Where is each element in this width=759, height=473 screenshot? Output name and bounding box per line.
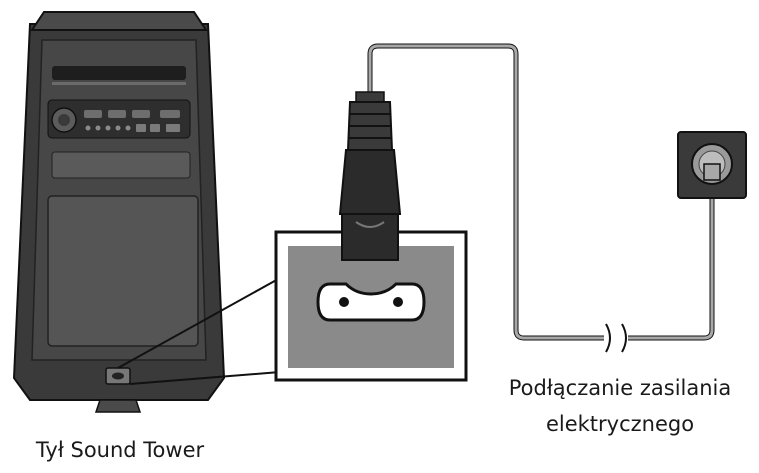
wall-outlet-icon	[677, 131, 747, 199]
tower-top	[30, 11, 208, 31]
power-cable	[367, 43, 715, 353]
cable-break-icon	[605, 323, 627, 353]
figure8-plug-icon	[338, 91, 402, 261]
tower-back-label: Tył Sound Tower	[35, 438, 205, 462]
tower-foot	[94, 399, 142, 413]
speaker-panel	[47, 195, 199, 347]
sound-tower	[12, 11, 226, 413]
tower-band	[51, 151, 191, 179]
handle-slot	[52, 66, 186, 80]
zoom-callout-lines	[117, 277, 281, 385]
power-connection-label-line1: Podłączanie zasilania	[508, 376, 732, 400]
power-connection-label-line2: elektrycznego	[545, 412, 695, 436]
figure8-socket-icon	[316, 282, 426, 322]
